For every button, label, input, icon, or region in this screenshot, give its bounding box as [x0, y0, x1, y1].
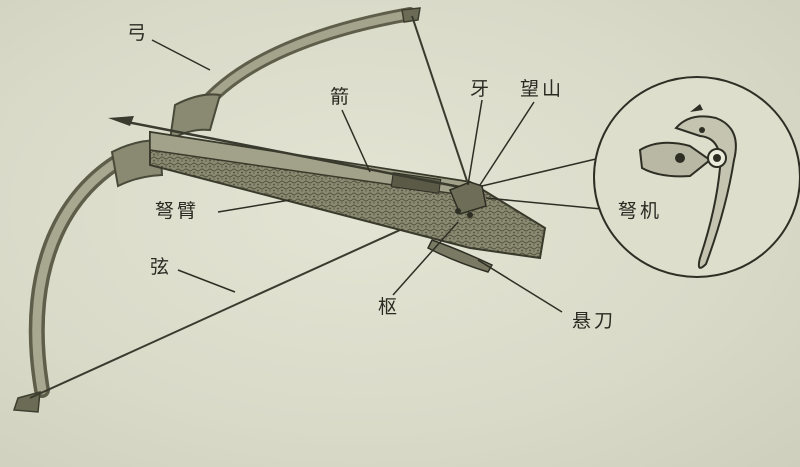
trigger-callout: [481, 76, 800, 278]
label-pivot: 枢: [378, 296, 401, 318]
leader-gong: [151, 39, 211, 71]
leader-xian: [177, 269, 236, 293]
label-bow: 弓: [127, 22, 150, 44]
label-trigger: 悬刀: [572, 310, 617, 332]
trigger-mechanism: [426, 181, 494, 273]
label-sight: 望山: [520, 78, 565, 100]
bow-tip-top: [401, 7, 421, 23]
bowstring: [29, 15, 471, 399]
label-tooth: 牙: [470, 78, 493, 100]
leader-lines: [151, 39, 563, 313]
label-trigger-mechanism: 弩机: [618, 200, 663, 222]
leader-shu: [392, 221, 459, 296]
arrow: [108, 116, 466, 190]
leader-ya: [467, 99, 483, 186]
leader-wangshan: [479, 101, 535, 186]
leader-xuandao: [477, 259, 563, 313]
crossbow-stock: [149, 130, 547, 260]
label-stock: 弩臂: [155, 200, 200, 222]
label-string: 弦: [150, 256, 173, 278]
leader-nubi: [217, 199, 291, 213]
label-arrow: 箭: [330, 86, 353, 108]
bow-wrap: [168, 93, 222, 142]
leader-jian: [341, 109, 371, 173]
